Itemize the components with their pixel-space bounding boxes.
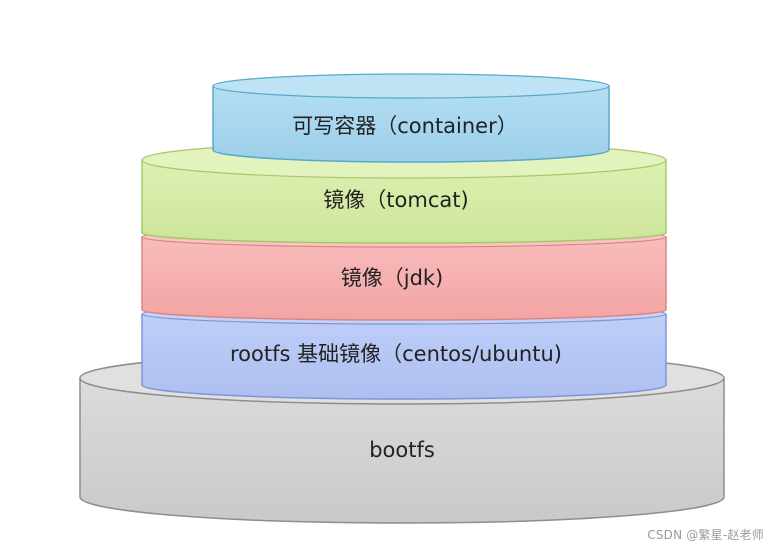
bootfs-label: bootfs bbox=[369, 438, 435, 462]
tomcat-label: 镜像（tomcat) bbox=[323, 188, 468, 212]
container-layer: 可写容器（container） bbox=[212, 73, 610, 163]
rootfs-body bbox=[141, 313, 667, 400]
watermark: CSDN @繁星-赵老师 bbox=[647, 528, 764, 542]
container-top bbox=[212, 73, 610, 99]
tomcat-body bbox=[141, 159, 667, 244]
jdk-body bbox=[141, 236, 667, 321]
rootfs-label: rootfs 基础镜像（centos/ubuntu) bbox=[230, 342, 562, 366]
container-body bbox=[212, 85, 610, 163]
container-label: 可写容器（container） bbox=[292, 114, 518, 138]
jdk-label: 镜像（jdk) bbox=[341, 266, 444, 290]
bootfs-body bbox=[79, 377, 725, 524]
